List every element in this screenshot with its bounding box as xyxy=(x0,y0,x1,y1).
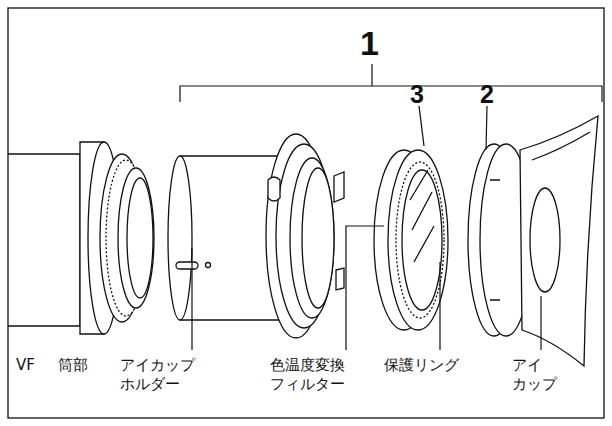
filter-and-ring xyxy=(374,150,448,330)
part-label: VF 筒部 xyxy=(16,356,88,375)
part-label: 保護リング xyxy=(384,356,459,375)
eyecup-holder xyxy=(168,134,344,338)
callout-number: 1 xyxy=(360,26,379,60)
eyecup xyxy=(468,116,598,366)
part-label: 色温度変換 フィルター xyxy=(270,356,345,394)
leaders-and-bracket xyxy=(180,64,602,350)
part-label: アイ カップ xyxy=(512,356,557,394)
callout-number: 2 xyxy=(480,82,494,107)
part-label: アイカップ ホルダー xyxy=(120,356,195,394)
vf-tube xyxy=(8,142,154,334)
callout-number: 3 xyxy=(410,82,424,107)
frame-border xyxy=(8,8,604,418)
